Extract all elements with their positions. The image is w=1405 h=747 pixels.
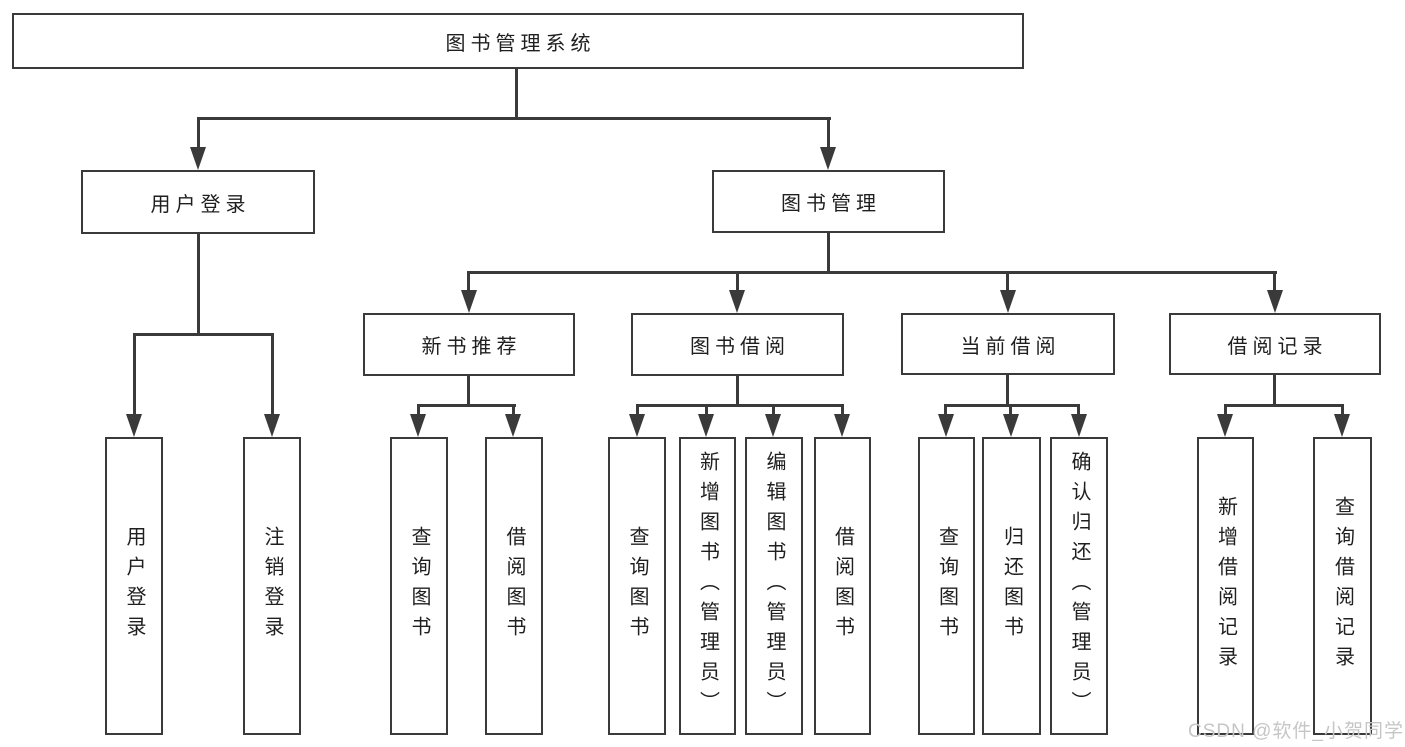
node-borrow-record-label: 借阅记录 (1227, 335, 1328, 358)
connector-line (417, 404, 420, 416)
leaf-current-confirm-return-admin: 确认归还（管理员） (1050, 437, 1108, 735)
node-current-borrow-label: 当前借阅 (960, 335, 1061, 358)
node-root: 图书管理系统 (12, 13, 1024, 69)
leaf-borrow-edit-books-admin-label: 编辑图书（管理员） (763, 451, 785, 721)
leaf-borrow-add-books-admin: 新增图书（管理员） (679, 437, 736, 735)
connector-line (133, 333, 274, 336)
connector-line (1224, 404, 1227, 416)
connector-line (133, 333, 136, 416)
connector-line (636, 404, 639, 416)
node-book-management: 图书管理 (712, 170, 945, 233)
leaf-record-query-borrow-record: 查询借阅记录 (1313, 437, 1372, 735)
node-book-borrow: 图书借阅 (631, 313, 844, 376)
connector-line (827, 117, 830, 151)
leaf-record-add-borrow-record-label: 新增借阅记录 (1214, 496, 1237, 676)
node-book-management-label: 图书管理 (781, 193, 881, 215)
connector-line (467, 376, 470, 406)
connector-line (197, 234, 200, 335)
connector-line (944, 404, 1080, 407)
leaf-current-return-books-label: 归还图书 (1000, 526, 1023, 646)
leaf-borrow-query-books: 查询图书 (608, 437, 666, 735)
leaf-record-add-borrow-record: 新增借阅记录 (1197, 437, 1254, 735)
connector-line (736, 271, 739, 293)
connector-line (772, 404, 775, 416)
arrowhead-down-icon (698, 414, 714, 437)
connector-line (636, 404, 844, 407)
leaf-newrec-borrow-books: 借阅图书 (485, 437, 543, 735)
node-root-label: 图书管理系统 (445, 32, 596, 55)
leaf-logout: 注销登录 (243, 437, 301, 735)
arrowhead-down-icon (820, 147, 836, 170)
leaf-current-query-books: 查询图书 (918, 437, 975, 735)
connector-line (944, 404, 947, 416)
connector-line (1009, 404, 1012, 416)
connector-line (827, 233, 830, 274)
node-book-borrow-label: 图书借阅 (690, 336, 790, 358)
leaf-newrec-query-books-label: 查询图书 (408, 526, 430, 646)
arrowhead-down-icon (765, 414, 781, 437)
leaf-newrec-query-books: 查询图书 (390, 437, 448, 735)
leaf-user-login-label: 用户登录 (123, 526, 145, 646)
node-user-login-label: 用户登录 (150, 193, 251, 216)
arrowhead-down-icon (1003, 414, 1019, 437)
leaf-borrow-add-books-admin-label: 新增图书（管理员） (696, 451, 719, 721)
connector-line (1077, 404, 1080, 416)
leaf-record-query-borrow-record-label: 查询借阅记录 (1331, 496, 1354, 676)
leaf-current-confirm-return-admin-label: 确认归还（管理员） (1068, 451, 1090, 721)
arrowhead-down-icon (461, 290, 477, 313)
leaf-borrow-edit-books-admin: 编辑图书（管理员） (745, 437, 803, 735)
node-borrow-record: 借阅记录 (1169, 313, 1381, 375)
arrowhead-down-icon (629, 414, 645, 437)
arrowhead-down-icon (834, 414, 850, 437)
connector-line (467, 271, 470, 293)
arrowhead-down-icon (938, 414, 954, 437)
connector-line (1273, 271, 1276, 293)
arrowhead-down-icon (1267, 290, 1283, 313)
leaf-borrow-borrow-books-label: 借阅图书 (831, 526, 854, 646)
connector-line (1224, 404, 1344, 407)
connector-line (467, 271, 1277, 274)
leaf-current-return-books: 归还图书 (982, 437, 1041, 735)
arrowhead-down-icon (729, 290, 745, 313)
connector-line (512, 404, 515, 416)
connector-line (515, 68, 518, 119)
arrowhead-down-icon (1071, 414, 1087, 437)
csdn-watermark: CSDN @软件_小贺同学 (1188, 721, 1404, 742)
connector-line (1006, 271, 1009, 293)
arrowhead-down-icon (1217, 414, 1233, 437)
arrowhead-down-icon (190, 147, 206, 170)
node-user-login: 用户登录 (81, 170, 315, 234)
node-new-book-recommend: 新书推荐 (363, 313, 575, 376)
arrowhead-down-icon (1334, 414, 1350, 437)
connector-line (1273, 375, 1276, 406)
connector-line (197, 117, 200, 151)
arrowhead-down-icon (264, 414, 280, 437)
leaf-logout-label: 注销登录 (261, 526, 283, 646)
node-new-book-recommend-label: 新书推荐 (421, 336, 522, 358)
arrowhead-down-icon (410, 414, 426, 437)
arrowhead-down-icon (505, 414, 521, 437)
arrowhead-down-icon (1000, 290, 1016, 313)
connector-line (736, 376, 739, 406)
connector-line (271, 333, 274, 416)
connector-line (1341, 404, 1344, 416)
connector-line (705, 404, 708, 416)
leaf-borrow-query-books-label: 查询图书 (626, 526, 648, 646)
leaf-user-login: 用户登录 (105, 437, 163, 735)
leaf-borrow-borrow-books: 借阅图书 (814, 437, 871, 735)
arrowhead-down-icon (126, 414, 142, 437)
connector-line (197, 117, 831, 120)
leaf-newrec-borrow-books-label: 借阅图书 (503, 526, 525, 646)
connector-line (1006, 375, 1009, 406)
connector-line (841, 404, 844, 416)
connector-line (417, 404, 516, 407)
leaf-current-query-books-label: 查询图书 (935, 526, 958, 646)
node-current-borrow: 当前借阅 (901, 313, 1115, 375)
